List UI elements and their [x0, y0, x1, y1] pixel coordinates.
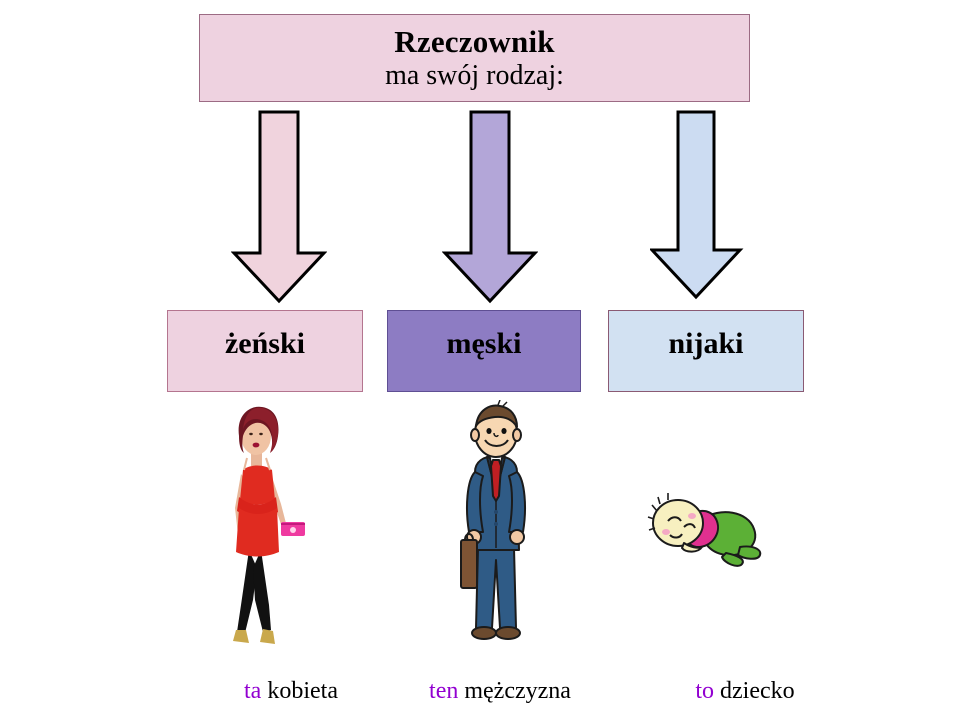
- down-arrow-icon-feminine: [231, 110, 327, 304]
- pronoun-feminine: ta: [244, 678, 262, 704]
- noun-neuter: dziecko: [720, 678, 795, 704]
- baby-illustration: [640, 485, 780, 575]
- gender-label-masculine: męski: [446, 327, 522, 360]
- pronoun-masculine: ten: [429, 678, 459, 704]
- page-title: Rzeczownik: [394, 23, 555, 59]
- gender-box-neuter: nijaki: [608, 310, 804, 392]
- title-box: Rzeczownik ma swój rodzaj:: [199, 14, 750, 102]
- caption-neuter: to dziecko: [650, 678, 840, 705]
- gender-label-feminine: żeński: [224, 327, 305, 360]
- man-illustration: [443, 400, 553, 655]
- gender-box-masculine: męski: [387, 310, 581, 392]
- caption-feminine: ta kobieta: [196, 678, 386, 705]
- noun-feminine: kobieta: [267, 678, 338, 704]
- caption-masculine: ten mężczyzna: [400, 678, 600, 705]
- woman-illustration: [205, 400, 315, 655]
- gender-box-feminine: żeński: [167, 310, 363, 392]
- down-arrow-icon-masculine: [442, 110, 538, 304]
- noun-masculine: mężczyzna: [464, 678, 571, 704]
- pronoun-neuter: to: [695, 678, 715, 704]
- down-arrow-icon-neuter: [650, 110, 746, 300]
- page-subtitle: ma swój rodzaj:: [385, 59, 564, 91]
- gender-label-neuter: nijaki: [668, 327, 744, 360]
